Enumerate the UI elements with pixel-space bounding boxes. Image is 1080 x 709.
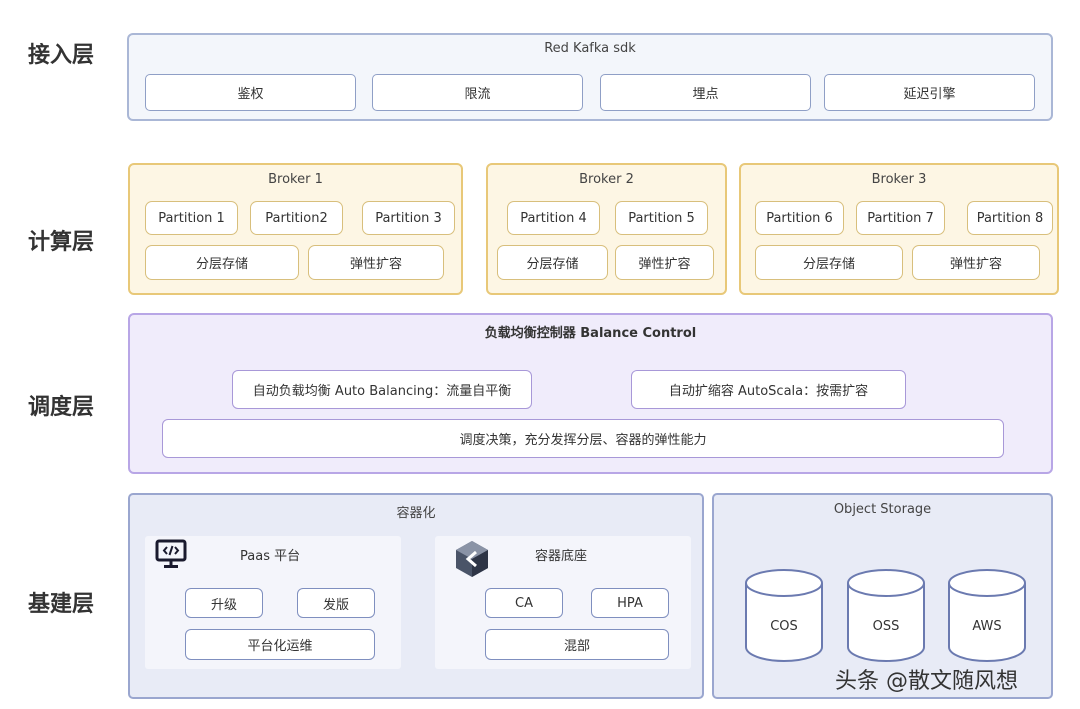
object-storage-title: Object Storage — [833, 502, 932, 517]
aws-cylinder — [947, 569, 1027, 663]
broker-1-partition-1: Partition 1 — [145, 201, 238, 235]
broker-3-tiered-storage: 分层存储 — [755, 245, 903, 280]
broker-1-tiered-storage: 分层存储 — [145, 245, 299, 280]
access-item-auth: 鉴权 — [145, 74, 356, 111]
containerization-title: 容器化 — [396, 506, 436, 521]
access-layer-title: Red Kafka sdk — [544, 41, 636, 56]
container-base-logo-icon — [455, 540, 489, 578]
broker-2-tiered-storage: 分层存储 — [497, 245, 608, 280]
layer-label-infrastructure: 基建层 — [28, 592, 95, 617]
layer-label-compute: 计算层 — [28, 230, 95, 255]
broker-1-partition-2: Partition2 — [250, 201, 343, 235]
paas-release: 发版 — [297, 588, 375, 618]
layer-label-access: 接入层 — [28, 43, 95, 68]
scheduling-decision-box: 调度决策，充分发挥分层、容器的弹性能力 — [162, 419, 1004, 458]
cos-label: COS — [770, 619, 798, 634]
broker-3-partition-7: Partition 7 — [856, 201, 945, 235]
container-colocation: 混部 — [485, 629, 669, 660]
layer-label-scheduling: 调度层 — [28, 395, 95, 420]
aws-label: AWS — [972, 619, 1002, 634]
broker-2-partition-5: Partition 5 — [615, 201, 708, 235]
watermark: 头条 @散文随风想 — [835, 669, 1018, 694]
broker-3-elastic-scaling: 弹性扩容 — [912, 245, 1040, 280]
auto-scala-box: 自动扩缩容 AutoScala：按需扩容 — [631, 370, 906, 409]
container-ca: CA — [485, 588, 563, 618]
monitor-icon — [155, 538, 189, 570]
broker-3-title: Broker 3 — [871, 172, 927, 187]
access-item-tracking: 埋点 — [600, 74, 811, 111]
oss-cylinder — [846, 569, 926, 663]
broker-1-partition-3: Partition 3 — [362, 201, 455, 235]
scheduling-layer-title: 负载均衡控制器 Balance Control — [484, 326, 697, 341]
access-item-delay-engine: 延迟引擎 — [824, 74, 1035, 111]
broker-3-partition-8: Partition 8 — [967, 201, 1053, 235]
broker-2-elastic-scaling: 弹性扩容 — [615, 245, 714, 280]
broker-1-elastic-scaling: 弹性扩容 — [308, 245, 444, 280]
broker-1-title: Broker 1 — [268, 172, 323, 187]
broker-2-title: Broker 2 — [579, 172, 634, 187]
cos-cylinder — [744, 569, 824, 663]
access-item-rate-limit: 限流 — [372, 74, 583, 111]
broker-3-partition-6: Partition 6 — [755, 201, 844, 235]
auto-balancing-box: 自动负载均衡 Auto Balancing：流量自平衡 — [232, 370, 532, 409]
paas-title: Paas 平台 — [240, 549, 301, 564]
oss-label: OSS — [872, 619, 900, 634]
container-base-title: 容器底座 — [535, 549, 588, 564]
paas-platform-ops: 平台化运维 — [185, 629, 375, 660]
broker-2-partition-4: Partition 4 — [507, 201, 600, 235]
container-hpa: HPA — [591, 588, 669, 618]
paas-upgrade: 升级 — [185, 588, 263, 618]
